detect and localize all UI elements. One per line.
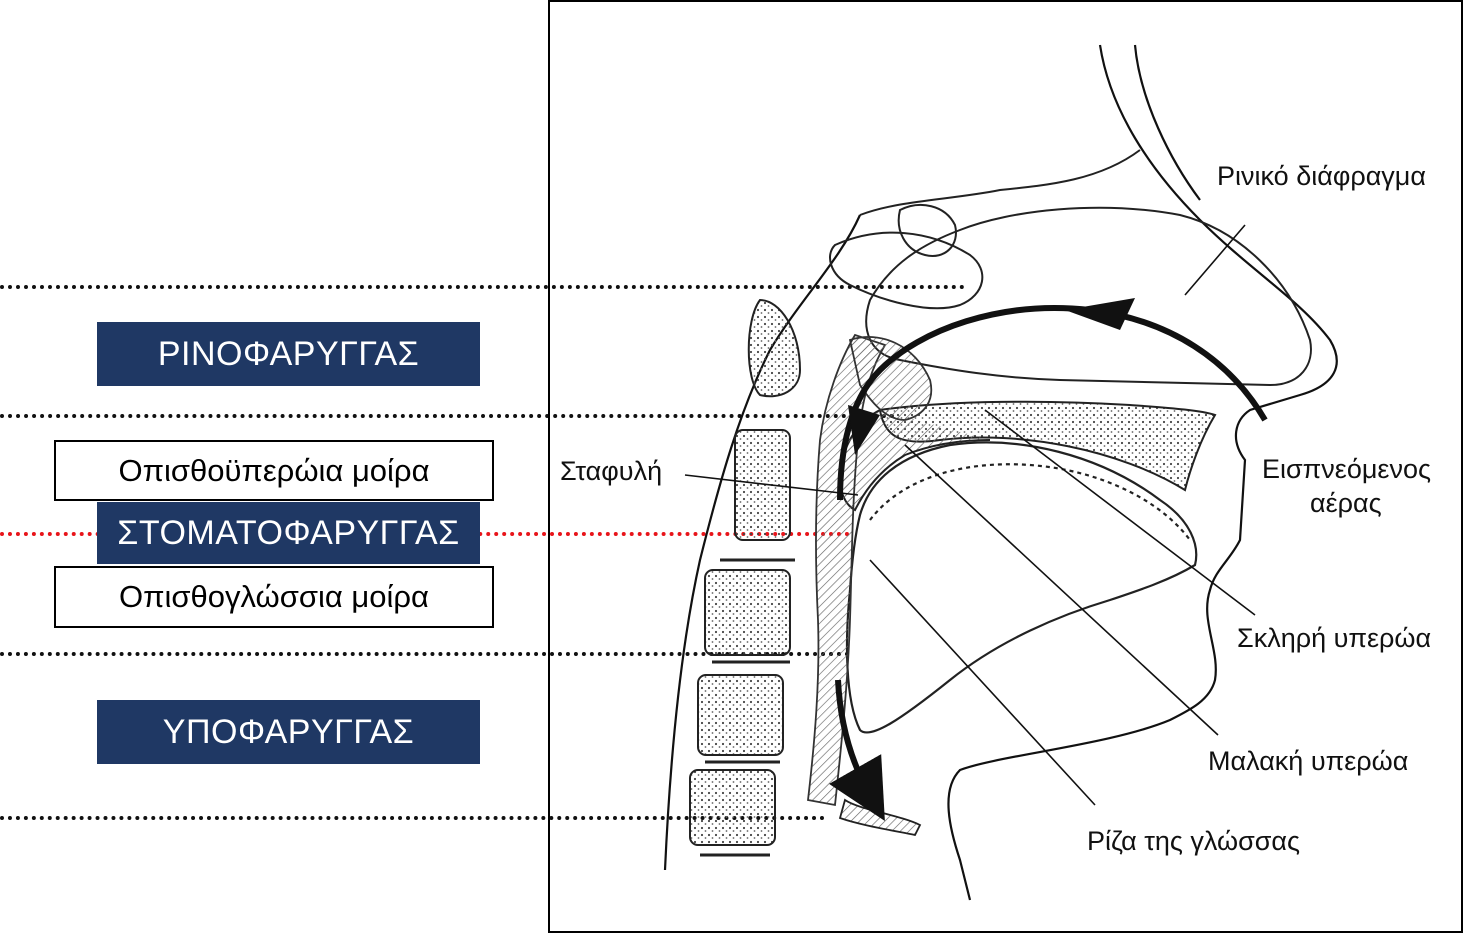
soft-palate-label: Μαλακή υπερώα: [1208, 746, 1408, 776]
tongue-root-label: Ρίζα της γλώσσας: [1087, 826, 1300, 856]
retroglossal-label-text: Οπισθογλώσσια μοίρα: [119, 579, 429, 614]
airflow-arrow-head-top: [1065, 298, 1135, 330]
face-profile-outline: [663, 44, 1338, 901]
hypopharynx-label-text: ΥΠΟΦΑΡΥΓΓΑΣ: [162, 712, 415, 751]
nasopharynx-bottom-boundary-line: [0, 414, 895, 418]
nasopharynx-label: ΡΙΝΟΦΑΡΥΓΓΑΣ: [97, 322, 480, 386]
uvula-label: Σταφυλή: [560, 456, 662, 486]
leader-lines: [684, 409, 1256, 806]
oropharynx-bottom-boundary-line: [0, 652, 850, 656]
oropharynx-label-text: ΣΤΟΜΑΤΟΦΑΡΥΓΓΑΣ: [117, 513, 460, 552]
inspired-air-label-line2: αέρας: [1310, 488, 1382, 518]
nasal-septum-leader: [1184, 224, 1246, 296]
retropalatal-label-text: Οπισθοϋπερώια μοίρα: [118, 452, 430, 488]
nasopharynx-top-boundary-line: [0, 285, 965, 289]
inspired-air-label-line1: Εισπνεόμενος: [1262, 454, 1431, 484]
hypopharynx-label: ΥΠΟΦΑΡΥΓΓΑΣ: [97, 700, 480, 764]
nasopharynx-label-text: ΡΙΝΟΦΑΡΥΓΓΑΣ: [157, 334, 420, 373]
nasal-cavity: [829, 149, 1312, 387]
retropalatal-label: Οπισθοϋπερώια μοίρα: [54, 440, 494, 501]
anatomy-figure-frame: [548, 0, 1463, 933]
airflow-arrow-head-descending: [848, 405, 880, 455]
tongue: [845, 441, 1198, 734]
hard-palate-label: Σκληρή υπερώα: [1237, 623, 1431, 653]
palate: [838, 400, 1217, 512]
nasal-septum-label: Ρινικό διάφραγμα: [1217, 161, 1426, 191]
pharyngeal-wall: [807, 333, 933, 807]
oropharynx-label: ΣΤΟΜΑΤΟΦΑΡΥΓΓΑΣ: [97, 502, 480, 564]
hypopharynx-bottom-boundary-line: [0, 816, 825, 820]
retroglossal-label: Οπισθογλώσσια μοίρα: [54, 566, 494, 628]
cervical-spine: [689, 298, 802, 857]
epiglottis: [838, 798, 922, 837]
